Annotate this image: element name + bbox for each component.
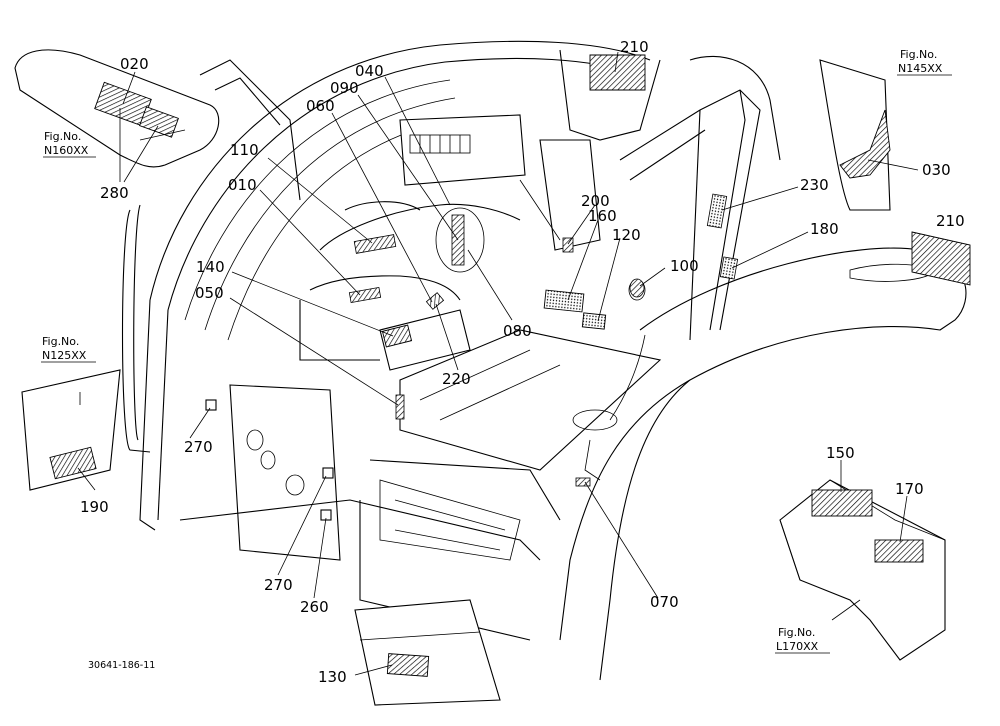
fig-ref-n160-label: Fig.No. (44, 130, 81, 143)
callout-270-bottom: 270 (264, 576, 293, 594)
callout-220: 220 (442, 370, 471, 388)
decal-210-top (589, 54, 646, 91)
callout-030: 030 (922, 161, 951, 179)
callout-100: 100 (670, 257, 699, 275)
callout-270-left: 270 (184, 438, 213, 456)
callout-070: 070 (650, 593, 679, 611)
fig-ref-n160-number: N160XX (44, 144, 89, 157)
callout-170: 170 (895, 480, 924, 498)
fig-ref-l170-label: Fig.No. (778, 626, 815, 639)
part-100 (629, 278, 645, 298)
callout-110: 110 (230, 141, 259, 159)
callout-090: 090 (330, 79, 359, 97)
decal-140 (381, 324, 413, 348)
decal-150 (811, 489, 873, 517)
fig-ref-n145-number: N145XX (898, 62, 943, 75)
decal-280 (139, 106, 179, 138)
decal-180 (719, 256, 739, 280)
decal-190 (49, 446, 97, 480)
callout-150: 150 (826, 444, 855, 462)
decals (14, 49, 971, 677)
part-270b (322, 467, 334, 479)
callout-010: 010 (228, 176, 257, 194)
callout-280: 280 (100, 184, 129, 202)
callout-080: 080 (503, 322, 532, 340)
callout-060: 060 (306, 97, 335, 115)
decal-210-right (911, 231, 971, 286)
diagram-code: 30641-186-11 (88, 660, 155, 671)
callout-120: 120 (612, 226, 641, 244)
part-270a (205, 399, 217, 411)
fig-ref-n125-label: Fig.No. (42, 335, 79, 348)
decal-010 (348, 287, 382, 303)
callout-labels: 020 280 110 010 140 050 060 090 040 210 … (80, 38, 965, 686)
decal-170 (874, 539, 924, 563)
decal-220 (425, 292, 445, 310)
fig-ref-n125-number: N125XX (42, 349, 87, 362)
left-door-panel (21, 369, 121, 491)
decal-030 (839, 109, 891, 179)
decal-230 (706, 193, 728, 229)
callout-130: 130 (318, 668, 347, 686)
callout-190: 190 (80, 498, 109, 516)
callout-260: 260 (300, 598, 329, 616)
callout-140: 140 (196, 258, 225, 276)
callout-180: 180 (810, 220, 839, 238)
callout-210-right: 210 (936, 212, 965, 230)
leader-lines (77, 51, 919, 676)
callout-230: 230 (800, 176, 829, 194)
decal-200 (562, 237, 574, 253)
callout-210-top: 210 (620, 38, 649, 56)
fig-ref-n145-label: Fig.No. (900, 48, 937, 61)
callout-160: 160 (588, 207, 617, 225)
decal-130 (386, 653, 430, 677)
decal-160 (543, 289, 585, 313)
fig-ref-l170-number: L170XX (776, 640, 819, 653)
callout-040: 040 (355, 62, 384, 80)
figure-references: Fig.No. N160XX Fig.No. N145XX Fig.No. N1… (41, 48, 952, 654)
decal-110 (353, 234, 397, 254)
callout-050: 050 (195, 284, 224, 302)
part-070 (575, 477, 591, 487)
callout-020: 020 (120, 55, 149, 73)
callout-200: 200 (581, 192, 610, 210)
decal-120 (581, 312, 607, 330)
part-050 (395, 394, 405, 420)
